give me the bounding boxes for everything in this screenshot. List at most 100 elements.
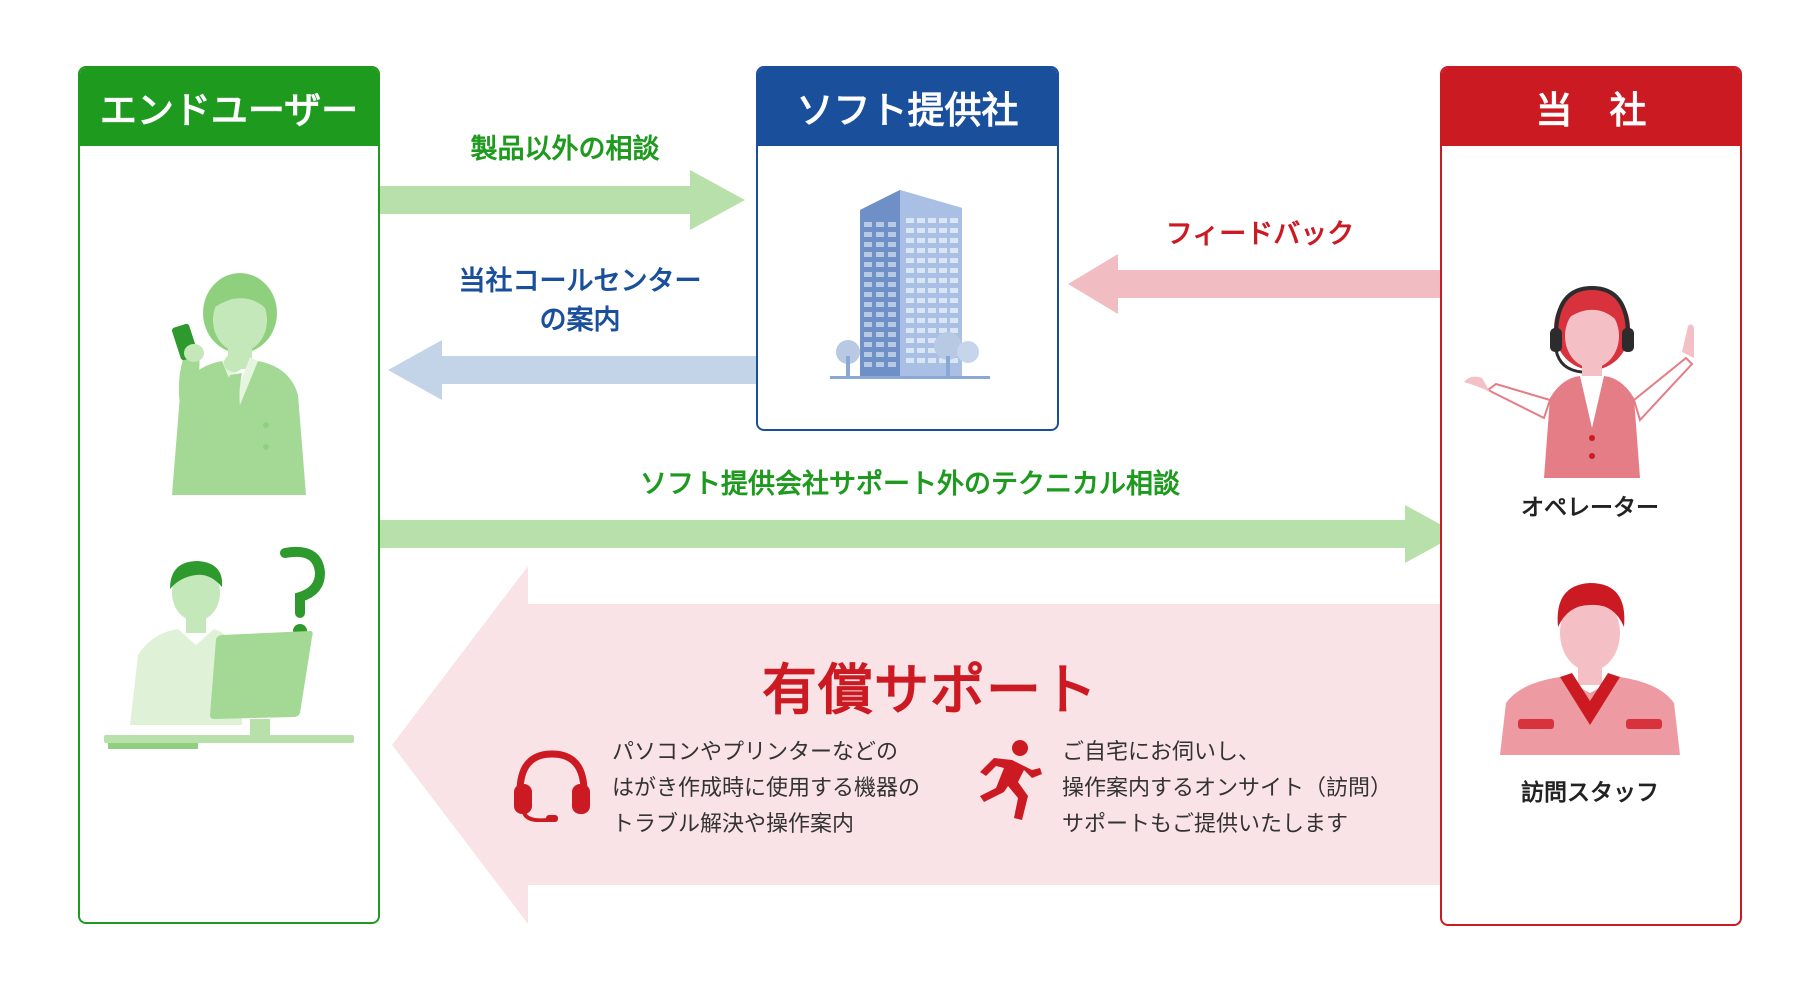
building-window (917, 268, 925, 273)
visit-staff-label: 訪問スタッフ (1521, 780, 1659, 806)
building-window (888, 242, 896, 247)
building-window (928, 278, 936, 283)
building-window (950, 318, 958, 323)
building-window (917, 218, 925, 223)
building-window (864, 342, 872, 347)
building-window (906, 308, 914, 313)
building-window (888, 222, 896, 227)
building-window (950, 328, 958, 333)
building-window (917, 278, 925, 283)
building-window (888, 232, 896, 237)
office-building-illustration (830, 190, 990, 379)
building-window (917, 338, 925, 343)
building-window (928, 238, 936, 243)
building-window (888, 352, 896, 357)
building-window (917, 328, 925, 333)
end-user-panel: エンドユーザー (78, 66, 380, 924)
building-window (917, 298, 925, 303)
building-window (950, 288, 958, 293)
end-user-title: エンドユーザー (80, 68, 378, 146)
building-window (888, 332, 896, 337)
phone-support-line2: はがき作成時に使用する機器の (612, 776, 921, 801)
building-window (888, 322, 896, 327)
building-window (928, 358, 936, 363)
building-window (864, 332, 872, 337)
building-window (917, 308, 925, 313)
building-window (939, 288, 947, 293)
running-person-icon (980, 740, 1042, 820)
soft-vendor-title: ソフト提供社 (758, 68, 1057, 146)
building-window (864, 282, 872, 287)
building-window (939, 268, 947, 273)
building-window (939, 278, 947, 283)
building-window (928, 268, 936, 273)
building-window (906, 218, 914, 223)
building-window (939, 358, 947, 363)
building-window (876, 282, 884, 287)
building-window (950, 278, 958, 283)
building-window (950, 358, 958, 363)
building-window (876, 242, 884, 247)
feedback-label: フィードバック (1165, 219, 1355, 250)
building-window (906, 348, 914, 353)
building-window (928, 248, 936, 253)
building-window (864, 322, 872, 327)
building-window (928, 298, 936, 303)
building-window (939, 328, 947, 333)
building-window (888, 312, 896, 317)
building-window (876, 342, 884, 347)
building-window (950, 298, 958, 303)
building-window (876, 262, 884, 267)
building-window (939, 258, 947, 263)
building-window (864, 232, 872, 237)
building-window (928, 218, 936, 223)
building-window (876, 292, 884, 297)
building-window (864, 272, 872, 277)
building-window (888, 262, 896, 267)
building-window (917, 358, 925, 363)
building-window (950, 218, 958, 223)
building-window (950, 308, 958, 313)
building-window (939, 218, 947, 223)
building-window (939, 248, 947, 253)
visit-staff-illustration (1500, 583, 1680, 755)
building-window (864, 242, 872, 247)
building-window (876, 302, 884, 307)
building-window (888, 282, 896, 287)
building-window (864, 312, 872, 317)
building-window (939, 228, 947, 233)
non-product-consult-label: 製品以外の相談 (470, 134, 660, 165)
building-window (876, 312, 884, 317)
man-at-computer-illustration (104, 547, 354, 749)
building-window (917, 288, 925, 293)
building-window (876, 362, 884, 367)
building-window (939, 238, 947, 243)
onsite-support-line1: ご自宅にお伺いし、 (1062, 740, 1261, 765)
our-company-title: 当 社 (1442, 68, 1740, 146)
building-window (928, 318, 936, 323)
building-window (939, 318, 947, 323)
building-window (888, 342, 896, 347)
operator-label: オペレーター (1521, 495, 1659, 521)
building-window (888, 272, 896, 277)
building-window (906, 358, 914, 363)
building-window (928, 288, 936, 293)
building-window (950, 248, 958, 253)
building-window (876, 332, 884, 337)
our-company-panel: 当 社 (1440, 66, 1742, 926)
building-window (950, 258, 958, 263)
building-window (928, 258, 936, 263)
building-window (888, 292, 896, 297)
callcenter-guide-label-line1: 当社コールセンター (458, 266, 702, 297)
building-window (876, 232, 884, 237)
building-window (864, 222, 872, 227)
building-window (906, 238, 914, 243)
woman-with-phone-illustration (171, 273, 306, 495)
building-window (906, 328, 914, 333)
onsite-support-line3: サポートもご提供いたします (1062, 812, 1349, 837)
building-window (906, 288, 914, 293)
